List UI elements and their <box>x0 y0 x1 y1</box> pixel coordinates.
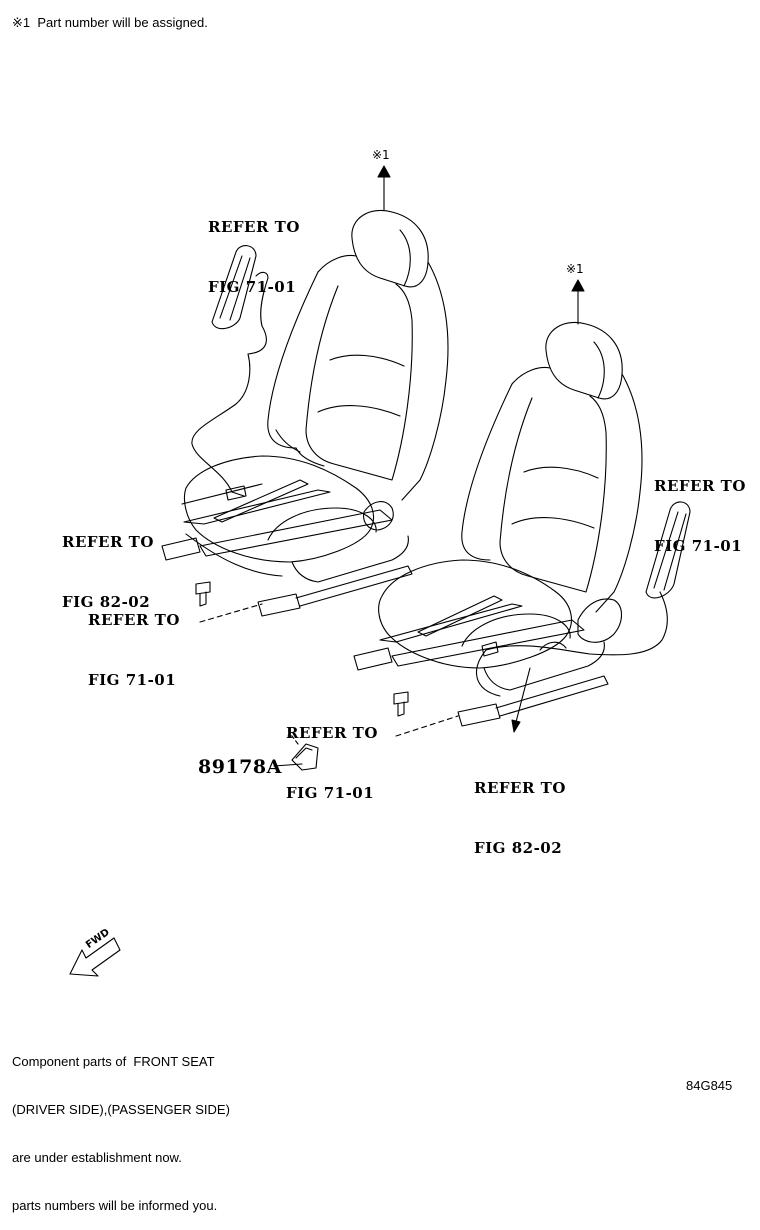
refer-bolt-driver: REFER TO FIG 71-01 <box>88 570 180 710</box>
refer-line: REFER TO <box>286 724 378 742</box>
refer-line: REFER TO <box>88 611 180 629</box>
driver-part-mark: ※1 <box>372 148 390 162</box>
refer-bolt-passenger: REFER TO FIG 71-01 <box>286 683 378 823</box>
fig-line: FIG 82-02 <box>474 839 563 857</box>
refer-line: REFER TO <box>62 533 154 551</box>
footer-note: Component parts of FRONT SEAT (DRIVER SI… <box>12 1022 230 1230</box>
footer-line: parts numbers will be informed you. <box>12 1198 218 1213</box>
fwd-arrow-icon <box>69 937 121 977</box>
drawing-code: 84G845 <box>686 1078 733 1093</box>
fig-line: FIG 71-01 <box>208 278 297 296</box>
refer-line: REFER TO <box>474 779 566 797</box>
refer-line: REFER TO <box>654 477 746 495</box>
passenger-seat-illustration <box>353 279 691 737</box>
fig-line: FIG 82-02 <box>62 593 151 611</box>
refer-airbag-driver: REFER TO FIG 71-01 <box>208 177 300 317</box>
refer-seat-passenger: REFER TO FIG 82-02 <box>474 738 566 878</box>
footer-line: (DRIVER SIDE),(PASSENGER SIDE) <box>12 1102 230 1117</box>
refer-line: REFER TO <box>208 218 300 236</box>
fig-line: FIG 71-01 <box>88 671 177 689</box>
fig-line: FIG 71-01 <box>286 784 375 802</box>
bracket-89178a-illustration <box>273 735 319 771</box>
footer-line: are under establishment now. <box>12 1150 182 1165</box>
seat-diagram <box>69 165 691 977</box>
part-number-89178a[interactable]: 89178A <box>198 756 282 778</box>
footer-line: Component parts of FRONT SEAT <box>12 1054 215 1069</box>
driver-seat-illustration <box>161 165 449 623</box>
passenger-part-mark: ※1 <box>566 262 584 276</box>
header-note: ※1 Part number will be assigned. <box>12 15 208 30</box>
refer-airbag-passenger: REFER TO FIG 71-01 <box>654 436 746 576</box>
refer-seat-driver: REFER TO FIG 82-02 <box>62 492 154 632</box>
fig-line: FIG 71-01 <box>654 537 743 555</box>
